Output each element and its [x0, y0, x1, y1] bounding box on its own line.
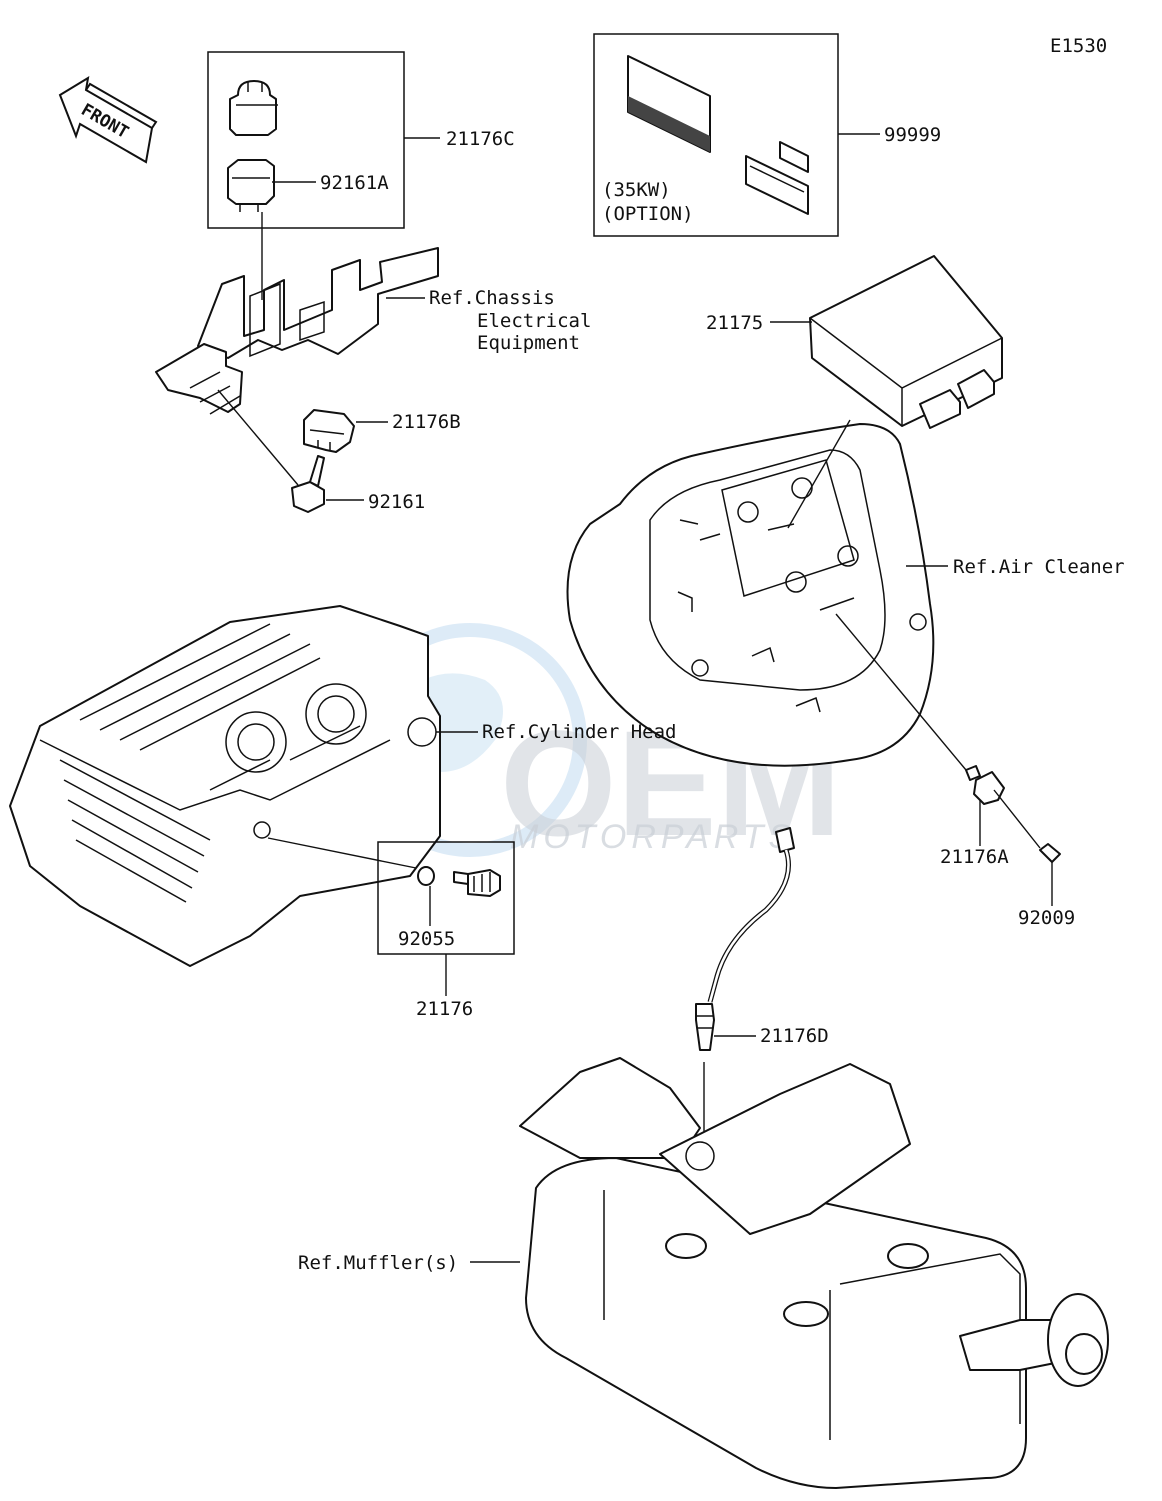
ecu-21175-icon — [770, 255, 1003, 429]
connector-92161a-icon — [227, 159, 275, 212]
label-ref-cylinder-head: Ref.Cylinder Head — [482, 721, 676, 743]
washer-92055-icon — [417, 866, 435, 886]
cylinder-head — [9, 605, 478, 967]
muffler — [470, 1057, 1109, 1489]
temp-sensor-kit-box — [377, 841, 515, 996]
chassis-bracket — [155, 247, 439, 486]
label-ref-chassis-3: Equipment — [477, 332, 580, 354]
screw-92009-icon — [993, 789, 1061, 906]
sensor-21176a-icon — [965, 765, 1005, 846]
option-line1: (35KW) — [602, 179, 671, 201]
sensor-21176b-icon — [303, 409, 388, 453]
label-92055: 92055 — [398, 928, 455, 950]
label-ref-muffler: Ref.Muffler(s) — [298, 1252, 458, 1274]
diagram-code: E1530 — [1050, 35, 1107, 57]
label-21176c: 21176C — [446, 128, 515, 150]
label-21176a: 21176A — [940, 846, 1009, 868]
connector-kit-box — [207, 51, 440, 300]
temp-sensor-21176-icon — [453, 869, 501, 897]
front-arrow-icon: FRONT — [58, 76, 158, 164]
label-99999: 99999 — [884, 124, 941, 146]
air-cleaner-housing — [566, 419, 967, 771]
watermark-sub: MOTORPARTS — [510, 818, 796, 856]
option-kit-box — [593, 33, 880, 237]
label-ref-chassis-1: Ref.Chassis — [429, 287, 555, 309]
label-92161a: 92161A — [320, 172, 389, 194]
o2-sensor-21176d-icon — [695, 827, 795, 1140]
label-ref-chassis-2: Electrical — [477, 310, 591, 332]
option-line2: (OPTION) — [602, 203, 694, 225]
label-21175: 21175 — [706, 312, 763, 334]
bolt-92161-icon — [291, 455, 364, 513]
label-92009: 92009 — [1018, 907, 1075, 929]
label-21176: 21176 — [416, 998, 473, 1020]
label-21176b: 21176B — [392, 411, 461, 433]
connector-21176c-icon — [229, 80, 278, 136]
label-21176d: 21176D — [760, 1025, 829, 1047]
label-ref-air-cleaner: Ref.Air Cleaner — [953, 556, 1125, 578]
label-92161: 92161 — [368, 491, 425, 513]
